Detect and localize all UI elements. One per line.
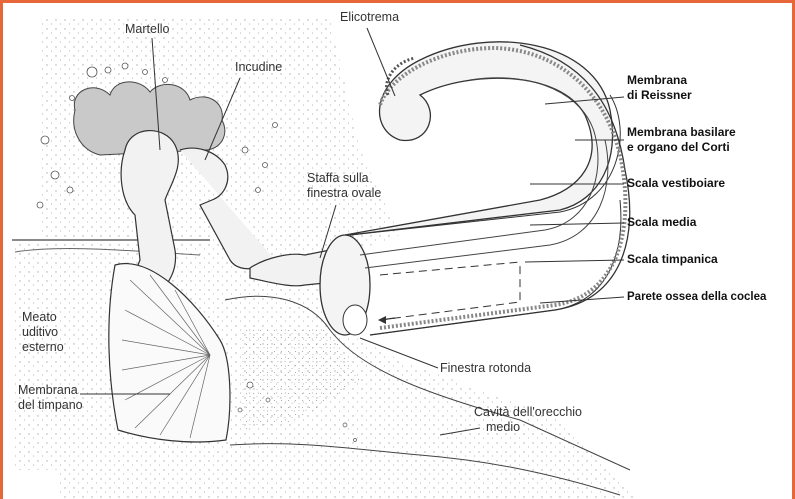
- label-parete-ossea: Parete ossea della coclea: [627, 290, 766, 305]
- label-scala-media: Scala media: [627, 215, 696, 230]
- leader-scala-timpanica: [525, 260, 624, 262]
- leader-scala-media: [530, 223, 624, 225]
- label-elicotrema: Elicotrema: [340, 10, 399, 25]
- label-incudine: Incudine: [235, 60, 282, 75]
- label-scala-timpanica: Scala timpanica: [627, 252, 718, 267]
- flow-arrowhead: [378, 316, 386, 324]
- leader-elicotrema: [367, 28, 395, 96]
- label-martello: Martello: [125, 22, 169, 37]
- label-scala-vestiboiare: Scala vestiboiare: [627, 176, 725, 191]
- round-window: [343, 305, 367, 335]
- label-finestra-rotonda: Finestra rotonda: [440, 361, 531, 376]
